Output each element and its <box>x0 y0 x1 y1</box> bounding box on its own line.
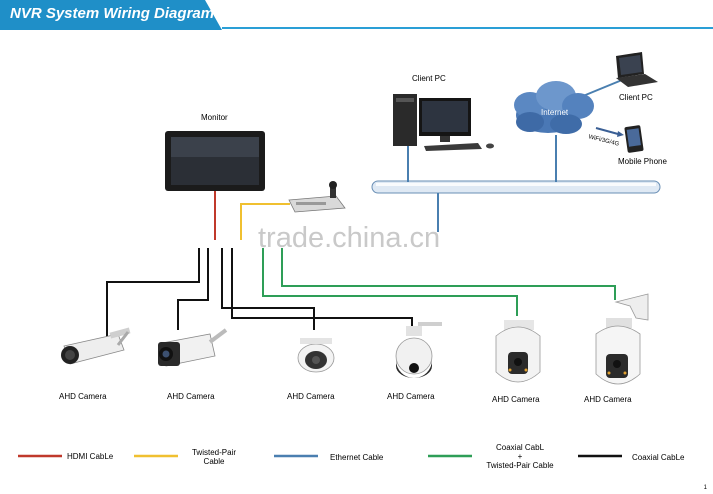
monitor-label: Monitor <box>201 113 228 122</box>
legend-hdmi-label: HDMI CabLe <box>67 452 114 461</box>
camera-5-label: AHD Camera <box>492 395 540 404</box>
client-pc-1-label: Client PC <box>412 74 446 83</box>
legend-twisted-label: Twisted-Pair Cable <box>186 448 242 466</box>
legend-twisted-line1: Twisted-Pair <box>191 448 236 457</box>
monitor-icon <box>165 131 265 191</box>
internet-label: Internet <box>541 108 569 117</box>
laptop-icon <box>616 52 658 87</box>
camera-3-dome-icon <box>297 338 335 373</box>
camera-6-label: AHD Camera <box>584 395 632 404</box>
legend-twisted-line2: Cable <box>203 457 225 466</box>
camera-1-label: AHD Camera <box>59 392 107 401</box>
title-banner: NVR System Wiring Diagram <box>0 0 222 30</box>
mobile-phone-label: Mobile Phone <box>618 157 667 166</box>
ethernet-bus <box>371 180 661 194</box>
camera-2-bullet-icon <box>158 328 228 367</box>
mobile-phone-icon <box>624 125 644 153</box>
camera-4-label: AHD Camera <box>387 392 435 401</box>
page-number: 1 <box>703 485 707 491</box>
legend-ethernet-label: Ethernet Cable <box>330 453 384 462</box>
legend-coax-twisted-line1: Coaxial CabL <box>495 443 545 452</box>
twisted-pair-cable <box>240 203 290 240</box>
internet-cloud-icon <box>514 81 594 134</box>
client-pc-desktop-icon <box>393 94 494 151</box>
camera-4-ptz-icon <box>395 322 442 378</box>
coax-twisted-cables <box>262 248 616 316</box>
top-divider <box>222 27 713 29</box>
client-pc-2-label: Client PC <box>619 93 653 102</box>
camera-1-bullet-icon <box>61 327 131 365</box>
camera-2-label: AHD Camera <box>167 392 215 401</box>
legend-coax-twisted-line2: + <box>517 452 523 461</box>
legend-coax-twisted-label: Coaxial CabL + Twisted-Pair Cable <box>478 443 562 470</box>
keyboard-controller-icon <box>288 181 346 213</box>
camera-3-label: AHD Camera <box>287 392 335 401</box>
coaxial-cables <box>106 248 413 337</box>
camera-6-ptz-icon <box>595 293 649 385</box>
legend-coaxial-label: Coaxial CabLe <box>632 453 685 462</box>
camera-5-ptz-icon <box>495 320 541 383</box>
wifi-arrow <box>595 127 624 137</box>
legend-coax-twisted-line3: Twisted-Pair Cable <box>486 461 554 470</box>
page-title: NVR System Wiring Diagram <box>10 5 215 22</box>
title-banner-shape <box>0 0 222 30</box>
watermark: trade.china.cn <box>258 222 441 254</box>
